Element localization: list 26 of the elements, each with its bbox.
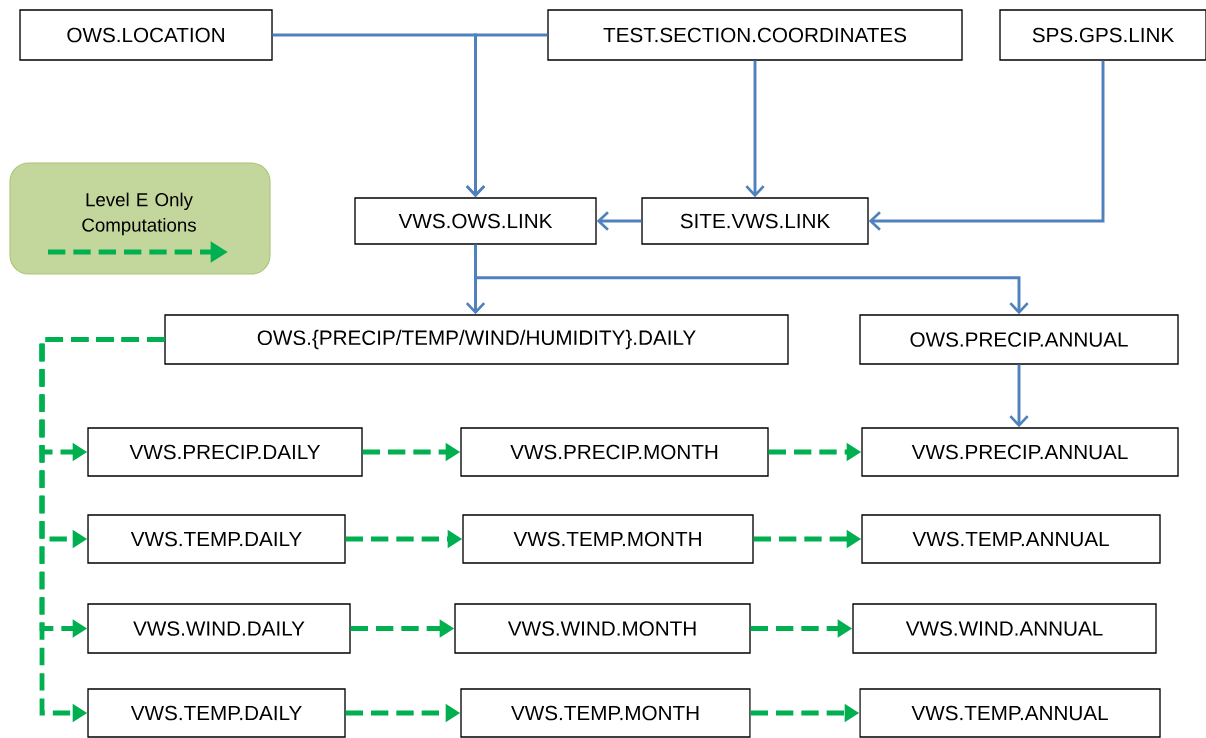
data-box: VWS.TEMP.MONTH	[460, 688, 751, 738]
data-box: VWS.TEMP.ANNUAL	[861, 514, 1161, 564]
data-box: VWS.WIND.ANNUAL	[852, 603, 1157, 654]
data-box: SITE.VWS.LINK	[641, 197, 869, 245]
data-box: OWS.{PRECIP/TEMP/WIND/HUMIDITY}.DAILY	[164, 314, 789, 365]
data-box: OWS.PRECIP.ANNUAL	[859, 314, 1179, 365]
arrow	[1009, 364, 1029, 428]
data-box: VWS.TEMP.MONTH	[462, 514, 754, 564]
arrow	[474, 244, 1029, 315]
data-box: VWS.WIND.MONTH	[454, 603, 751, 654]
data-box: VWS.WIND.DAILY	[87, 603, 351, 654]
data-box: TEST.SECTION.COORDINATES	[547, 9, 963, 61]
data-box: VWS.TEMP.DAILY	[87, 688, 346, 738]
data-box: VWS.TEMP.ANNUAL	[859, 688, 1161, 738]
arrow	[465, 33, 548, 198]
data-box: VWS.TEMP.DAILY	[87, 514, 346, 564]
arrow	[596, 211, 642, 231]
data-box: VWS.OWS.LINK	[354, 197, 597, 245]
data-box: VWS.PRECIP.MONTH	[460, 427, 769, 477]
legend-text: Level E Only Computations	[82, 192, 196, 236]
data-box: VWS.PRECIP.DAILY	[87, 427, 363, 477]
arrow	[868, 60, 1105, 231]
arrow	[745, 60, 765, 198]
data-box: VWS.PRECIP.ANNUAL	[861, 427, 1179, 477]
data-box: SPS.GPS.LINK	[999, 9, 1206, 61]
data-box: OWS.LOCATION	[19, 9, 273, 61]
